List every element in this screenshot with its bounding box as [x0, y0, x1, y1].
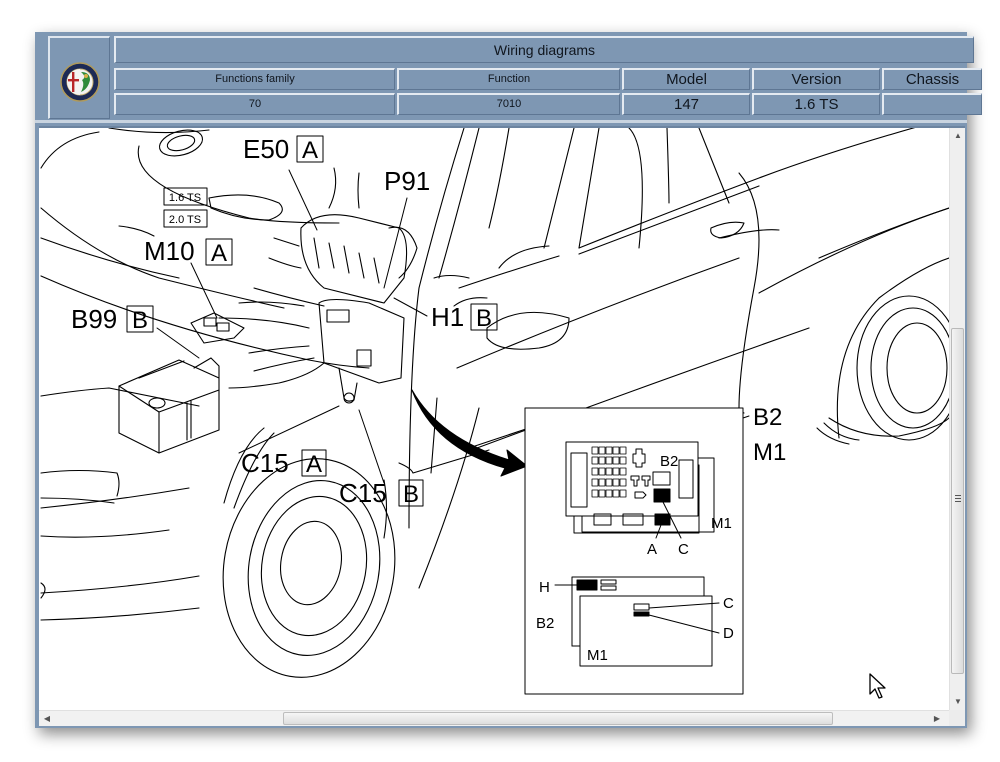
header-divider: [35, 120, 967, 123]
callout-c15a: C15 A: [241, 448, 327, 478]
grip-line: [955, 501, 961, 502]
header-label-model: Model: [622, 68, 750, 90]
alfa-romeo-badge-icon: [60, 62, 100, 102]
vertical-scrollbar[interactable]: ▲ ▼: [949, 128, 965, 710]
horizontal-scrollbar[interactable]: ◀ ▶: [39, 710, 949, 726]
header-label-function: Function: [397, 68, 620, 90]
inset-pointer-c-top: C: [678, 541, 689, 558]
version-tag-1: 1.6 TS: [169, 192, 201, 204]
scroll-left-button[interactable]: ◀: [43, 714, 51, 723]
wiring-diagram-drawing: 1.6 TS 2.0 TS E50 A: [40, 128, 949, 695]
svg-text:A: A: [211, 240, 227, 267]
inset-top-view: B2 M1 A C: [565, 441, 732, 558]
inset-pointer-c-side: C: [723, 595, 734, 612]
logo-cell: [48, 36, 110, 119]
inset-pointer-h: H: [539, 579, 550, 596]
svg-text:M10: M10: [144, 236, 195, 266]
inset-pointer-d: D: [723, 625, 734, 642]
scrollbar-corner: [949, 710, 965, 726]
header-label-chassis: Chassis: [882, 68, 982, 90]
wiring-diagram-window: Wiring diagrams Functions family Functio…: [35, 32, 982, 728]
leader-lines: [156, 169, 745, 484]
svg-text:P91: P91: [384, 166, 430, 196]
diagram-viewport[interactable]: 1.6 TS 2.0 TS E50 A: [39, 126, 965, 726]
window-title: Wiring diagrams: [114, 36, 974, 63]
header-label-functions-family: Functions family: [114, 68, 395, 90]
svg-text:B99: B99: [71, 304, 117, 334]
version-tag-2: 2.0 TS: [169, 214, 201, 226]
inset-side-label-m1: M1: [753, 439, 786, 466]
callout-c15b: C15 B: [339, 478, 424, 508]
inset-side-label-b2-small: B2: [536, 615, 554, 632]
svg-text:A: A: [306, 451, 322, 478]
fuse-box-components: [190, 167, 470, 404]
car-body-lines: [40, 128, 370, 621]
functions-family-value: 70: [114, 93, 395, 115]
svg-text:C15: C15: [241, 448, 289, 478]
vertical-scroll-thumb[interactable]: [951, 328, 964, 674]
callout-m10a: M10 A: [144, 236, 233, 267]
grip-line: [955, 495, 961, 496]
scroll-right-button[interactable]: ▶: [933, 714, 941, 723]
battery: [118, 357, 220, 454]
horizontal-scroll-thumb[interactable]: [283, 712, 833, 725]
svg-text:E50: E50: [243, 134, 289, 164]
grip-line: [955, 498, 961, 499]
mouse-cursor-icon: [869, 673, 886, 699]
inset-side-label-m1-small: M1: [587, 647, 608, 664]
scroll-down-button[interactable]: ▼: [954, 697, 962, 706]
inset-side-view: H C D B2 M1: [536, 576, 734, 667]
inset-pointer-a: A: [647, 541, 657, 558]
callout-p91: P91: [384, 166, 430, 196]
svg-text:B: B: [476, 305, 492, 332]
detail-arrow: [411, 389, 528, 477]
header-label-version: Version: [752, 68, 880, 90]
version-tags: 1.6 TS 2.0 TS: [163, 187, 208, 228]
inset-side-label-b2: B2: [753, 404, 782, 431]
svg-text:B: B: [132, 307, 148, 334]
inset-top-label-b2: B2: [660, 453, 678, 470]
svg-text:H1: H1: [431, 302, 464, 332]
detail-inset: B2 M1: [524, 404, 786, 695]
rear-wheel: [816, 257, 949, 445]
fuse-grid: [591, 446, 627, 498]
callout-b99b: B99 B: [71, 304, 154, 334]
front-wheel: [222, 397, 560, 678]
function-value: 7010: [397, 93, 620, 115]
chassis-value: [882, 93, 982, 115]
callout-e50a: E50 A: [243, 134, 324, 164]
svg-text:B: B: [403, 481, 419, 508]
model-value: 147: [622, 93, 750, 115]
svg-text:A: A: [302, 137, 318, 164]
header-panel: Wiring diagrams Functions family Functio…: [35, 32, 982, 124]
callout-h1b: H1 B: [431, 302, 498, 332]
version-value: 1.6 TS: [752, 93, 880, 115]
scroll-up-button[interactable]: ▲: [954, 131, 962, 140]
svg-text:C15: C15: [339, 478, 387, 508]
inset-top-label-m1: M1: [711, 515, 732, 532]
